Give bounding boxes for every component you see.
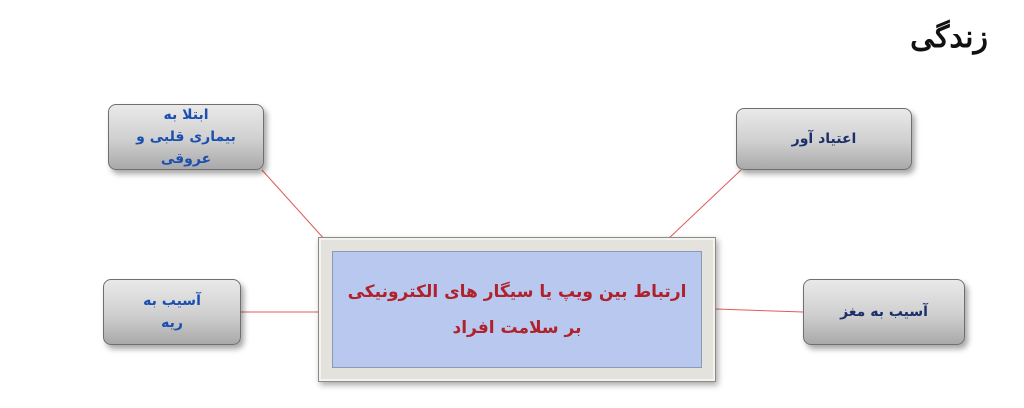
- central-topic: ارتباط بین ویپ یا سیگار های الکترونیکی ب…: [332, 251, 702, 368]
- node-lung-line2: ریه: [161, 315, 183, 331]
- node-brain-label: آسیب به مغز: [840, 304, 928, 320]
- central-topic-frame: ارتباط بین ویپ یا سیگار های الکترونیکی ب…: [318, 237, 716, 382]
- zendegi-logo: زندگی: [910, 20, 988, 55]
- central-topic-line1: ارتباط بین ویپ یا سیگار های الکترونیکی: [347, 281, 687, 302]
- connector-addictive: [666, 169, 742, 241]
- connector-heart: [261, 169, 327, 242]
- node-addictive: اعتیاد آور: [736, 108, 912, 170]
- node-brain-damage: آسیب به مغز: [803, 279, 965, 345]
- connector-brain: [715, 308, 804, 313]
- central-topic-line2: بر سلامت افراد: [452, 317, 582, 338]
- node-heart-disease: ابتلا به بیماری قلبی و عروقی: [108, 104, 264, 170]
- node-addictive-label: اعتیاد آور: [791, 131, 857, 147]
- node-heart-line2: بیماری قلبی و عروقی: [136, 129, 236, 167]
- node-lung-line1: آسیب به: [143, 293, 201, 309]
- node-heart-line1: ابتلا به: [163, 107, 209, 123]
- node-lung-damage: آسیب به ریه: [103, 279, 241, 345]
